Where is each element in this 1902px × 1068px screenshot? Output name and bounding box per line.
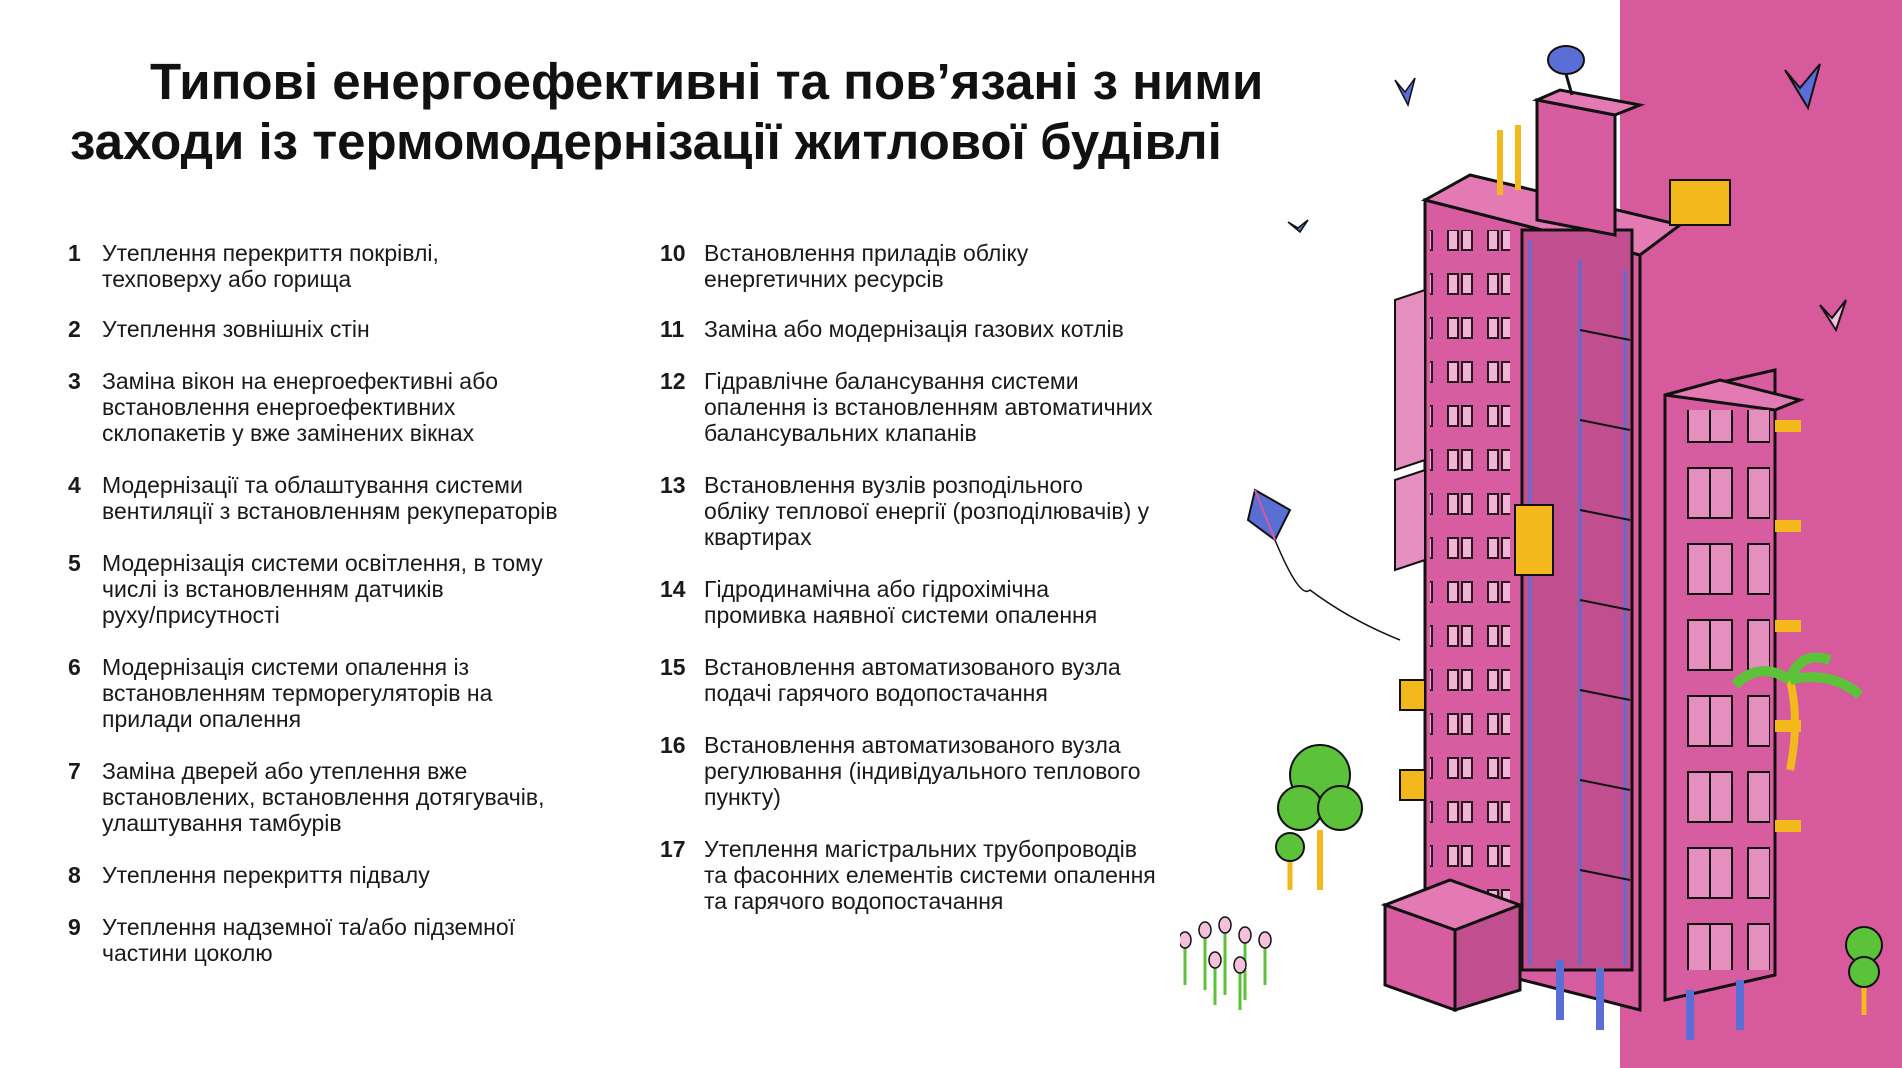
bird-icon	[1784, 63, 1821, 111]
item-text: Заміна вікон на енергоефективні або вста…	[102, 368, 499, 446]
tree-icon	[1275, 832, 1305, 890]
item-text: Модернізація системи освітлення, в тому …	[102, 550, 543, 628]
building-tower	[1420, 173, 1684, 1012]
item-number: 8	[68, 862, 81, 888]
list-item: 5 Модернізація системи освітлення, в тому…	[68, 550, 543, 628]
item-number: 2	[68, 316, 81, 342]
bird-icon	[1287, 219, 1309, 234]
rooftop-structure	[1497, 88, 1731, 237]
kite-icon	[1246, 488, 1401, 641]
item-text: Гідродинамічна або гідрохімічна промивка…	[704, 576, 1098, 628]
bird-icon	[1394, 77, 1416, 108]
page-title: Типові енергоефективні та пов’язані з ни…	[70, 52, 1320, 172]
title-line-1: Типові енергоефективні та пов’язані з ни…	[150, 53, 1264, 110]
item-text: Утеплення перекриття підвалу	[102, 862, 430, 888]
item-text: Встановлення вузлів розподільного обліку…	[704, 472, 1150, 550]
item-number: 7	[68, 758, 81, 784]
list-item: 14 Гідродинамічна або гідрохімічна промив…	[660, 576, 1097, 628]
item-number: 16	[660, 732, 686, 758]
building-right-wing	[1663, 368, 1805, 1002]
list-item: 2 Утеплення зовнішніх стін	[68, 316, 370, 342]
item-text: Утеплення надземної та/або підземної час…	[102, 914, 516, 966]
item-text: Встановлення приладів обліку енергетични…	[704, 240, 1029, 292]
item-number: 12	[660, 368, 686, 394]
list-item: 7 Заміна дверей або утеплення вже встанов…	[68, 758, 544, 836]
item-text: Встановлення автоматизованого вузла регу…	[704, 732, 1141, 810]
item-number: 4	[68, 472, 81, 498]
tree-icon	[1277, 744, 1363, 890]
item-text: Встановлення автоматизованого вузла пода…	[704, 654, 1121, 706]
item-number: 17	[660, 836, 686, 862]
item-number: 15	[660, 654, 686, 680]
item-number: 13	[660, 472, 686, 498]
item-number: 14	[660, 576, 686, 602]
palm-tree-icon	[1731, 652, 1864, 771]
item-text: Модернізація системи опалення із встанов…	[102, 654, 493, 732]
list-item: 15 Встановлення автоматизованого вузла по…	[660, 654, 1121, 706]
item-text: Заміна дверей або утеплення вже встановл…	[102, 758, 545, 836]
item-number: 11	[660, 316, 685, 342]
list-item: 13 Встановлення вузлів розподільного облі…	[660, 472, 1149, 550]
satellite-dish-icon	[1547, 45, 1585, 96]
bird-icon	[1819, 299, 1847, 333]
tree-icon	[1845, 926, 1883, 1015]
item-text: Заміна або модернізація газових котлів	[704, 316, 1124, 342]
list-item: 4 Модернізації та облаштування системи ве…	[68, 472, 558, 524]
tulip-icon	[1180, 916, 1272, 1010]
list-item: 9 Утеплення надземної та/або підземної ча…	[68, 914, 515, 966]
title-line-2: заходи із термомодернізації житлової буд…	[70, 113, 1222, 170]
list-item: 1 Утеплення перекриття покрівлі, техповер…	[68, 240, 439, 292]
item-number: 5	[68, 550, 81, 576]
building-left-balconies	[1394, 288, 1426, 801]
item-text: Гідравлічне балансування системи опаленн…	[704, 368, 1153, 446]
list-item: 11 Заміна або модернізація газових котлів	[660, 316, 1124, 342]
item-text: Утеплення перекриття покрівлі, техповерх…	[102, 240, 439, 292]
item-number: 3	[68, 368, 81, 394]
list-item: 10 Встановлення приладів обліку енергетич…	[660, 240, 1028, 292]
building-illustration	[1180, 45, 1883, 1040]
list-item: 8 Утеплення перекриття підвалу	[68, 862, 430, 888]
list-item: 3 Заміна вікон на енергоефективні або вст…	[68, 368, 498, 446]
item-number: 1	[68, 240, 81, 266]
building-entrance-annex	[1380, 878, 1525, 1013]
list-item: 6 Модернізація системи опалення із встано…	[68, 654, 492, 732]
item-number: 9	[68, 914, 81, 940]
item-text: Модернізації та облаштування системи вен…	[102, 472, 558, 524]
item-text: Утеплення зовнішніх стін	[102, 316, 370, 342]
item-number: 6	[68, 654, 81, 680]
list-item: 17 Утеплення магістральних трубопроводів …	[660, 836, 1156, 914]
item-text: Утеплення магістральних трубопроводів та…	[704, 836, 1156, 914]
item-number: 10	[660, 240, 686, 266]
list-item: 12 Гідравлічне балансування системи опале…	[660, 368, 1153, 446]
building-pillars	[1556, 960, 1744, 1040]
list-item: 16 Встановлення автоматизованого вузла ре…	[660, 732, 1141, 810]
